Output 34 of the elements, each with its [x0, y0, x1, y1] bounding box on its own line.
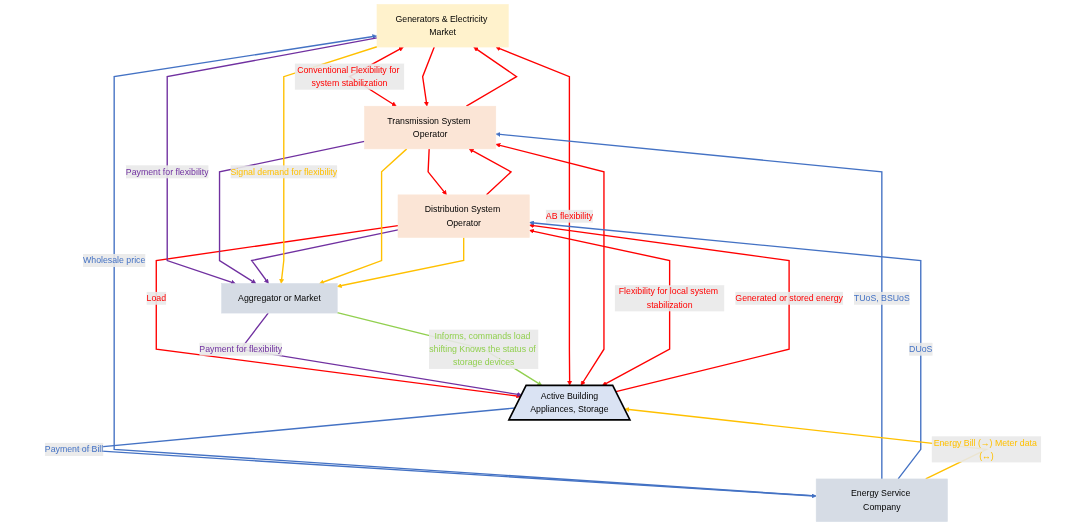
- arrow: [495, 143, 605, 386]
- arrow: [337, 236, 465, 288]
- edge-label: Generated or stored energy: [735, 293, 843, 303]
- edge-label: DUoS: [909, 344, 933, 354]
- arrow: [336, 312, 543, 386]
- arrow: [465, 46, 518, 107]
- edge-label: Wholesale price: [83, 255, 146, 265]
- arrow: [529, 228, 671, 386]
- edge-label: Load: [146, 293, 167, 303]
- edge-label: Payment for flexibility: [199, 344, 283, 354]
- edge-label: AB flexibility: [545, 211, 593, 221]
- arrow: [495, 132, 883, 480]
- node-box: Transmission System Operator: [364, 105, 497, 150]
- edge-label: Signal demand for flexibility: [230, 166, 338, 177]
- edge-label: Payment of Bill: [44, 444, 104, 454]
- arrow: [529, 223, 790, 393]
- arrow: [495, 46, 573, 386]
- node-box: Generators & Electricity Market: [376, 4, 509, 48]
- arrow: [250, 229, 399, 284]
- edge-label: Conventional Flexibility for system stabilization: [297, 65, 400, 88]
- edge-label: Flexibility for local system stabilization: [618, 286, 719, 310]
- arrow: [421, 46, 435, 107]
- arrow: [218, 140, 366, 284]
- node-box: Distribution System Operator: [397, 194, 530, 238]
- arrow: [529, 220, 922, 480]
- edge-label: Energy Bill (→) Meter data (↔): [933, 437, 1037, 461]
- arrow: [427, 148, 447, 196]
- edge-label: Informs, commands load shifting Knows the status of storage devices: [429, 331, 536, 367]
- node-box: Aggregator or Market: [221, 283, 338, 314]
- edge-label: TUoS, BSUoS: [853, 293, 910, 303]
- arrow: [319, 148, 408, 285]
- edge-label: Payment for flexibility: [125, 166, 209, 177]
- arrow: [468, 148, 513, 196]
- node-box: Energy Service Company: [815, 478, 948, 522]
